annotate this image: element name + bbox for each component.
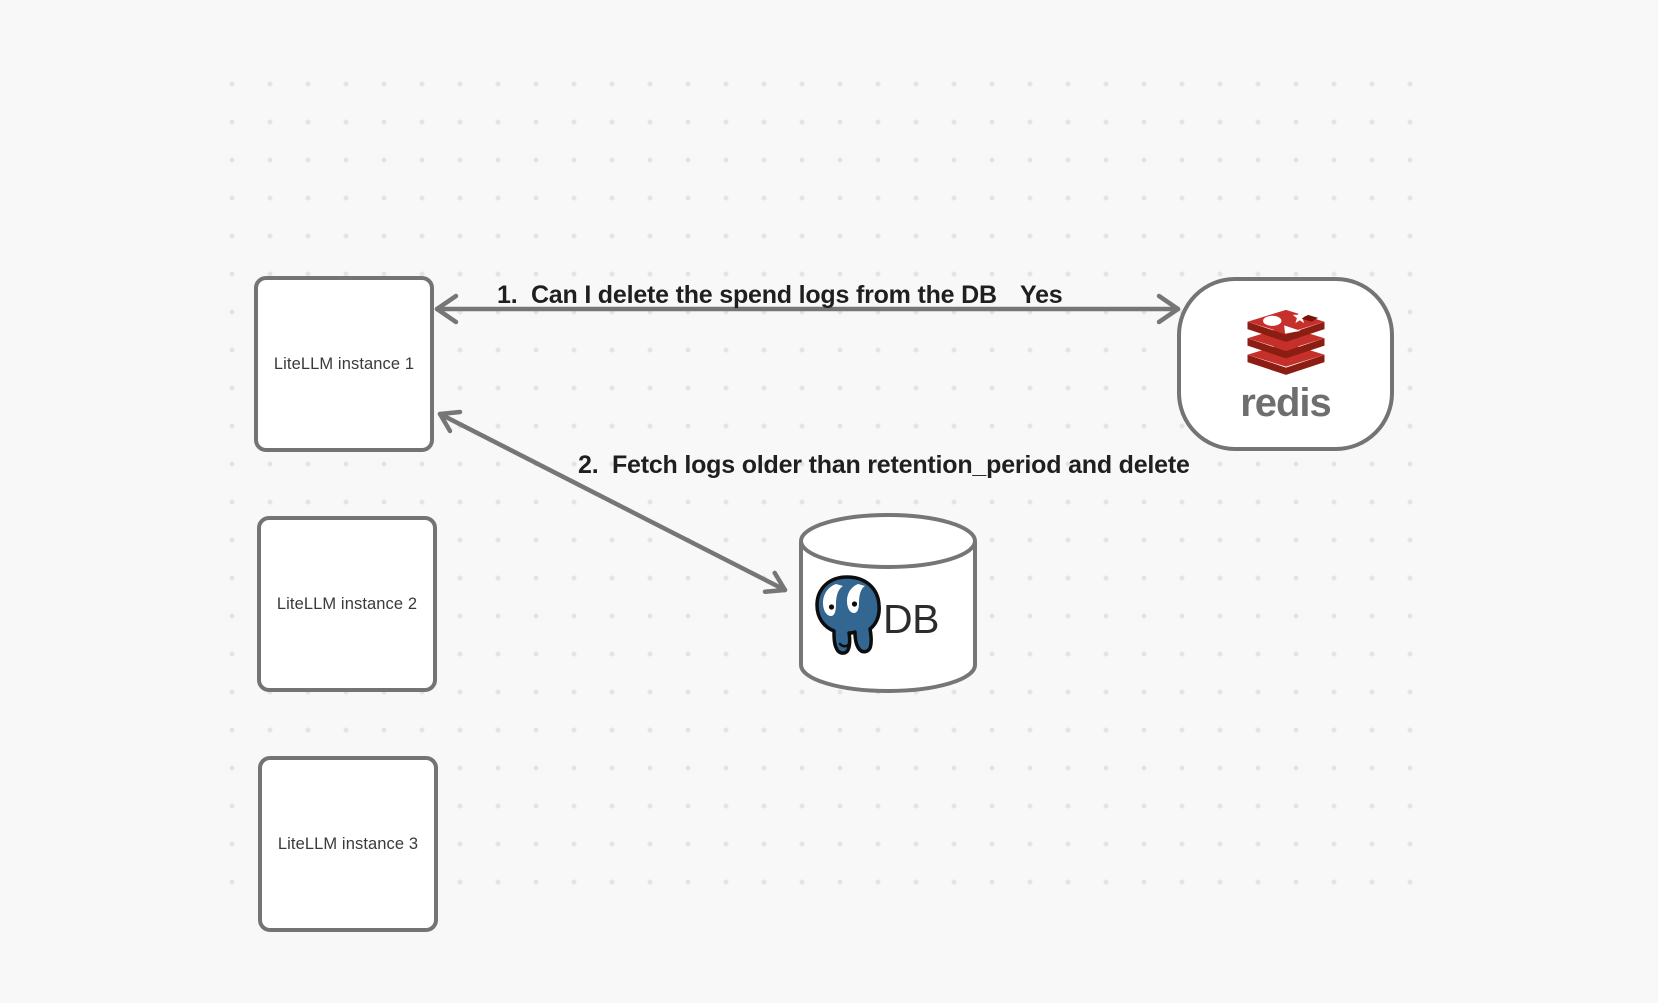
node-litellm-instance-3[interactable]: LiteLLM instance 3 [258, 756, 438, 932]
node-litellm-instance-1[interactable]: LiteLLM instance 1 [254, 276, 434, 452]
arrow-1-response-label: Yes [1020, 281, 1063, 309]
arrow-2-label: 2. Fetch logs older than retention_perio… [578, 451, 1190, 479]
node-label: LiteLLM instance 3 [277, 834, 419, 853]
node-db[interactable]: DB [797, 511, 979, 695]
node-redis[interactable]: redis [1177, 277, 1394, 451]
redis-wordmark: redis [1240, 381, 1332, 425]
node-label: LiteLLM instance 1 [273, 354, 415, 373]
redis-stack-icon [1247, 309, 1324, 375]
postgresql-elephant-icon [815, 575, 881, 655]
db-label: DB [883, 596, 939, 642]
arrow-1-label: 1. Can I delete the spend logs from the … [497, 281, 997, 309]
node-litellm-instance-2[interactable]: LiteLLM instance 2 [257, 516, 437, 692]
node-label: LiteLLM instance 2 [276, 594, 418, 613]
